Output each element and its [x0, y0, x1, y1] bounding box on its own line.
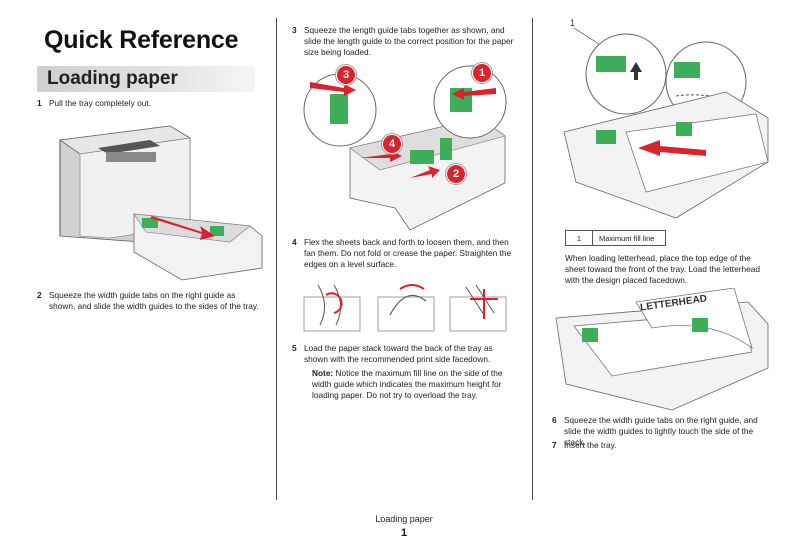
table-cell: 1 [565, 230, 593, 246]
table-row: 1 Maximum fill line [565, 230, 666, 246]
step-text: Squeeze the width guide tabs on the righ… [49, 290, 259, 311]
page-title: Quick Reference [44, 26, 239, 54]
step-text: Pull the tray completely out. [49, 98, 151, 108]
step-2: 2 Squeeze the width guide tabs on the rig… [37, 290, 262, 312]
callout-badge: 2 [446, 164, 466, 184]
step-number: 1 [37, 98, 42, 108]
fill-line-marker: 1 [570, 18, 576, 28]
length-guide-illustration [303, 65, 507, 231]
step-number: 7 [552, 440, 557, 450]
step-7: 7 Insert the tray. [552, 440, 777, 451]
page-number: 1 [400, 527, 408, 539]
column-divider-left [276, 18, 277, 500]
step-text: Insert the tray. [564, 440, 617, 450]
section-title: Loading paper [47, 68, 178, 89]
step-1: 1 Pull the tray completely out. [37, 98, 262, 109]
letterhead-intro: When loading letterhead, place the top e… [565, 253, 760, 285]
letterhead-illustration [555, 288, 769, 411]
flex-paper-illustration [303, 284, 507, 332]
column-divider-right [532, 18, 533, 500]
callout-badge: 1 [472, 63, 492, 83]
step-6: 6 Squeeze the width guide tabs on the rig… [552, 415, 777, 448]
note-label: Note: [312, 368, 334, 378]
step-text: Flex the sheets back and forth to loosen… [304, 237, 512, 269]
fill-line-table: 1 Maximum fill line [565, 230, 666, 246]
step-5: 5 Load the paper stack toward the back of… [292, 343, 522, 365]
section-bar [37, 66, 255, 92]
step-number: 4 [292, 237, 297, 247]
step-text: Load the paper stack toward the back of … [304, 343, 493, 364]
note: Note: Notice the maximum fill line on th… [312, 368, 517, 401]
step-number: 2 [37, 290, 42, 300]
step-4: 4 Flex the sheets back and forth to loose… [292, 237, 522, 270]
callout-badge: 3 [336, 65, 356, 85]
step-number: 5 [292, 343, 297, 353]
footer-label: Loading paper [375, 514, 433, 524]
step-3: 3 Squeeze the length guide tabs together … [292, 25, 522, 58]
printer-tray-illustration [58, 125, 263, 281]
step-text: Squeeze the width guide tabs on the righ… [564, 415, 758, 447]
callout-badge: 4 [382, 134, 402, 154]
step-number: 3 [292, 25, 297, 35]
step-number: 6 [552, 415, 557, 425]
note-text: Notice the maximum fill line on the side… [312, 368, 503, 400]
paper-loading-illustration [563, 27, 769, 219]
step-text: Squeeze the length guide tabs together a… [304, 25, 514, 57]
table-cell: Maximum fill line [592, 230, 666, 246]
